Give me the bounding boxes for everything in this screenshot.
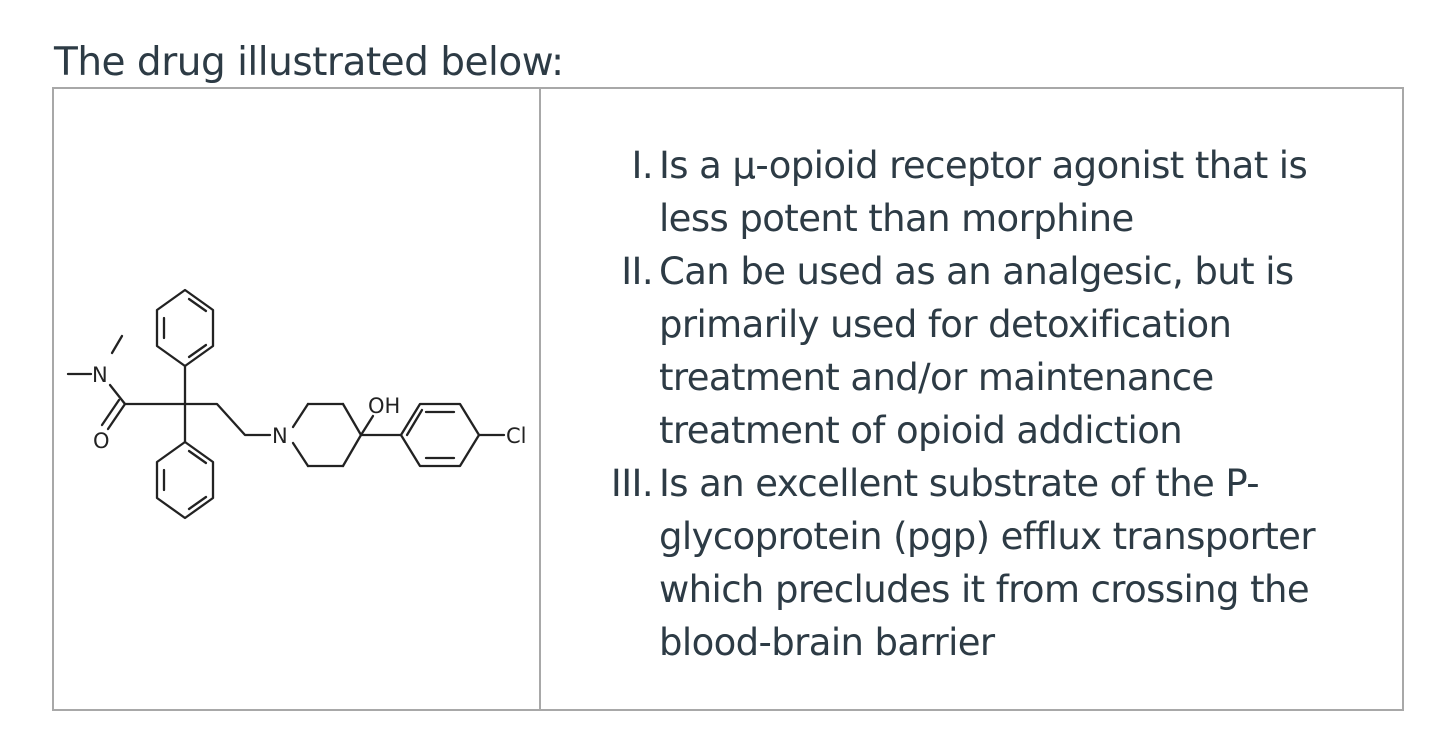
statement-item: III. Is an excellent substrate of the P-…: [595, 457, 1349, 669]
statement-line: Is a µ-opioid receptor agonist that is: [659, 144, 1308, 187]
atom-label-carbonyl-oxygen: O: [93, 429, 110, 453]
chemical-structure-diagram: N O N OH Cl: [66, 288, 527, 520]
statement-text: Is a µ-opioid receptor agonist that is l…: [659, 139, 1349, 245]
statement-item: I. Is a µ-opioid receptor agonist that i…: [595, 139, 1349, 245]
statements-cell: I. Is a µ-opioid receptor agonist that i…: [541, 89, 1402, 709]
statement-list: I. Is a µ-opioid receptor agonist that i…: [595, 139, 1349, 669]
atom-label-piperidine-nitrogen: N: [272, 424, 288, 448]
statement-text: Is an excellent substrate of the P- glyc…: [659, 457, 1349, 669]
statement-line: glycoprotein (pgp) efflux transporter: [659, 515, 1316, 558]
statement-item: II. Can be used as an analgesic, but is …: [595, 245, 1349, 457]
statement-line: Can be used as an analgesic, but is: [659, 250, 1294, 293]
statement-line: less potent than morphine: [659, 197, 1134, 240]
statement-line: primarily used for detoxification: [659, 303, 1232, 346]
atom-label-amide-nitrogen: N: [92, 363, 108, 387]
statement-line: blood-brain barrier: [659, 621, 995, 664]
atom-label-chlorine: Cl: [506, 424, 527, 448]
structure-cell: N O N OH Cl: [54, 89, 541, 709]
statement-line: treatment and/or maintenance: [659, 356, 1214, 399]
question-prompt: The drug illustrated below:: [54, 40, 564, 85]
drug-table: N O N OH Cl I. Is a µ-opioid receptor ag…: [52, 87, 1404, 711]
atom-label-hydroxyl: OH: [368, 394, 400, 418]
statement-numeral: I.: [631, 144, 654, 187]
statement-numeral: II.: [621, 250, 653, 293]
statement-line: treatment of opioid addiction: [659, 409, 1183, 452]
statement-line: Is an excellent substrate of the P-: [659, 462, 1260, 505]
statement-line: which precludes it from crossing the: [659, 568, 1310, 611]
statement-text: Can be used as an analgesic, but is prim…: [659, 245, 1349, 457]
statement-numeral: III.: [610, 462, 654, 505]
